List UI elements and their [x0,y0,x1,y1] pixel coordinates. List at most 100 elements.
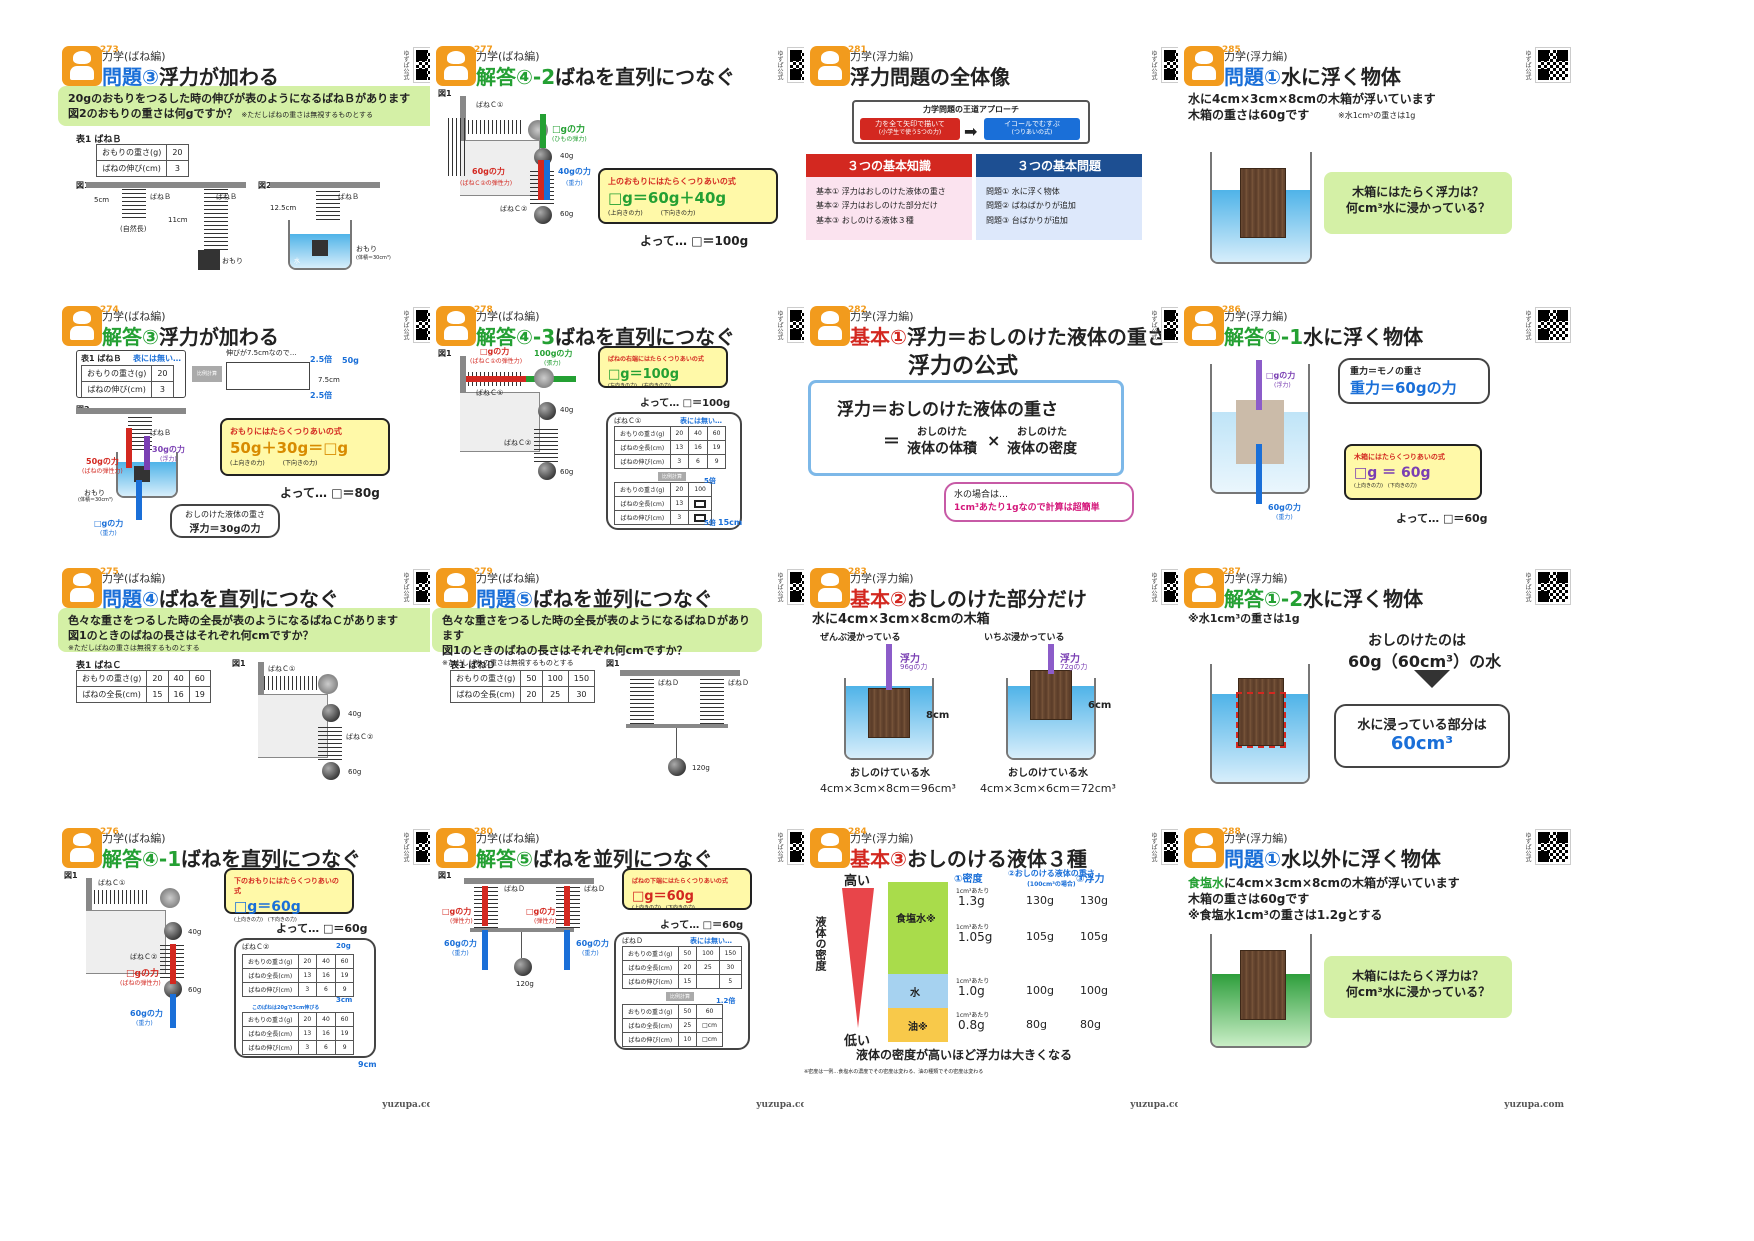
card-title: 問題⑤ばねを並列につなぐ [476,583,713,612]
table-stand [86,910,166,974]
force-sub: (重力) [136,1020,153,1027]
title-keyword: 解答④-3 [476,325,556,349]
unit: 1cm³あたり [956,924,990,931]
force-sub: (弾性力) [450,918,473,925]
card-title: 解答④-1ばねを直列につなぐ [102,843,361,872]
caption: おしのけている水 [1008,768,1088,779]
value: 100g [1080,984,1108,997]
card-number: 288 [1222,827,1241,837]
force-label: 30gの力 [152,445,185,454]
arrow-down [482,930,488,970]
force-sub: 72gの力 [1060,663,1088,671]
line: おしのけたのは [1368,633,1466,649]
unit: 1cm³あたり [956,888,990,895]
qr-code-icon[interactable] [1535,47,1571,83]
footer-domain: yuzupa.com [1504,1100,1564,1110]
force-label: 60gの力 [444,939,477,948]
spring-d-right [700,676,724,724]
label: いちぶ浸かっている [984,633,1065,643]
arrow-up [886,644,892,690]
mass-label: 60g [560,468,574,476]
force-sub: (重力) [452,950,469,957]
ceiling [620,670,740,676]
force-label: 60gの力 [472,167,505,176]
title-keyword: 問題⑤ [476,587,533,611]
string [521,932,522,958]
force-sub: (ばねＣ②の弾性力) [460,180,513,187]
ball-60g [534,206,552,224]
qr-code-icon[interactable] [1535,307,1571,343]
card-title: 問題③浮力が加わる [102,61,279,90]
value: 1.05g [958,930,993,944]
note: ※水1cm³の重さは1g [1188,612,1300,625]
force-label: 100gの力 [534,349,573,358]
equation-box: ばねの下端にはたらくつりあいの式□g＝60g(上向きの力) (下向きの力) [622,868,752,911]
card-284: 高い 液体の密度 低い ①密度 ②おしのける液体の重さ(100cm³の場合) ③… [804,826,1204,1114]
mascot-badge-icon [810,828,850,868]
title-keyword: 基本② [850,587,907,611]
title-text: 浮力＝おしのけた液体の重さ [906,325,1167,349]
card-287: ※水1cm³の重さは1g おしのけたのは 60g（60cm³）の水 水に浸ってい… [1178,566,1578,854]
category: 力学(浮力編) [850,572,914,585]
brand-vertical: ゆずぱ公式 [402,832,409,862]
force-sub: (ひもの弾力) [552,136,587,143]
spring-label: ばねＣ① [476,101,504,109]
title-keyword: 解答⑤ [476,847,533,871]
question-line: に4cm×3cm×8cmの木箱が浮いています [1224,876,1460,890]
qr-code-icon[interactable] [1535,829,1571,865]
title-text: おしのける液体３種 [906,847,1087,871]
gravity-bubble: 重力＝モノの重さ重力＝60gの力 [1338,358,1490,404]
wooden-box [1238,678,1284,746]
arrow-up [482,886,488,926]
force-sub: (ばねの弾性力) [82,468,123,475]
force-label: 60gの力 [130,1009,163,1018]
qr-code-icon[interactable] [1535,569,1571,605]
calc-table [226,362,310,390]
mass-label: 40g [348,710,362,718]
title-text: ばねを直列につなぐ [555,325,736,349]
question-line: 木箱の重さは60gです [1188,892,1310,906]
value: 1.3g [958,894,985,908]
force-sub: (張力) [544,360,561,367]
row-label: 油※ [908,1022,928,1033]
table-stand [460,392,540,452]
card-title: 問題④ばねを直列につなぐ [102,583,339,612]
card-number: 277 [474,45,493,55]
water-label: 水 [294,258,301,265]
step-note: 伸びが7.5cmなので… [226,349,297,357]
string [676,728,677,758]
ball-120g [668,758,686,776]
footer-domain: yuzupa.com [1130,1100,1190,1110]
equation-box: ばねの右端にはたらくつりあいの式□g＝100g(左向きの力) (右向きの力) [598,346,728,389]
col-header: ①密度 [954,874,983,885]
ceiling [270,182,380,188]
conclusion: 液体の密度が高いほど浮力は大きくなる [856,1048,1073,1062]
title-text: 浮力問題の全体像 [850,65,1010,89]
value: 80g [1080,1018,1101,1031]
value: 80g [1026,1018,1047,1031]
force-sub: (浮力) [1274,382,1291,389]
card-number: 284 [848,827,867,837]
brand-vertical: ゆずぱ公式 [402,50,409,80]
card-title: 基本①浮力＝おしのけた液体の重さ [850,321,1167,350]
category: 力学(ばね編) [476,50,540,63]
arrow-up [1256,360,1262,410]
spring-label: ばねＣ② [500,205,528,213]
title-text: ばねを並列につなぐ [532,847,713,871]
brand-vertical: ゆずぱ公式 [1150,50,1157,80]
title-keyword: 問題① [1224,847,1281,871]
bar [626,724,728,728]
force-label: □gの力 [442,907,472,916]
spring [204,188,228,250]
spring-label: ばねＣ① [476,389,504,397]
card-279: 色々な重さをつるした時の全長が表のようになるばねＤがあります図1のときのばねの長… [430,566,830,854]
table-stand [460,140,540,196]
ball-40g [164,922,182,940]
saltwater-band [888,882,948,974]
spring-label: ばねＣ① [98,879,126,887]
equation-box: 木箱にはたらくつりあいの式□g ＝ 60g(上向きの力) (下向きの力) [1344,444,1482,500]
col-header: ③浮力 [1076,874,1105,885]
title-text: おしのけた部分だけ [906,587,1087,611]
force-label: 浮力 [900,654,920,665]
